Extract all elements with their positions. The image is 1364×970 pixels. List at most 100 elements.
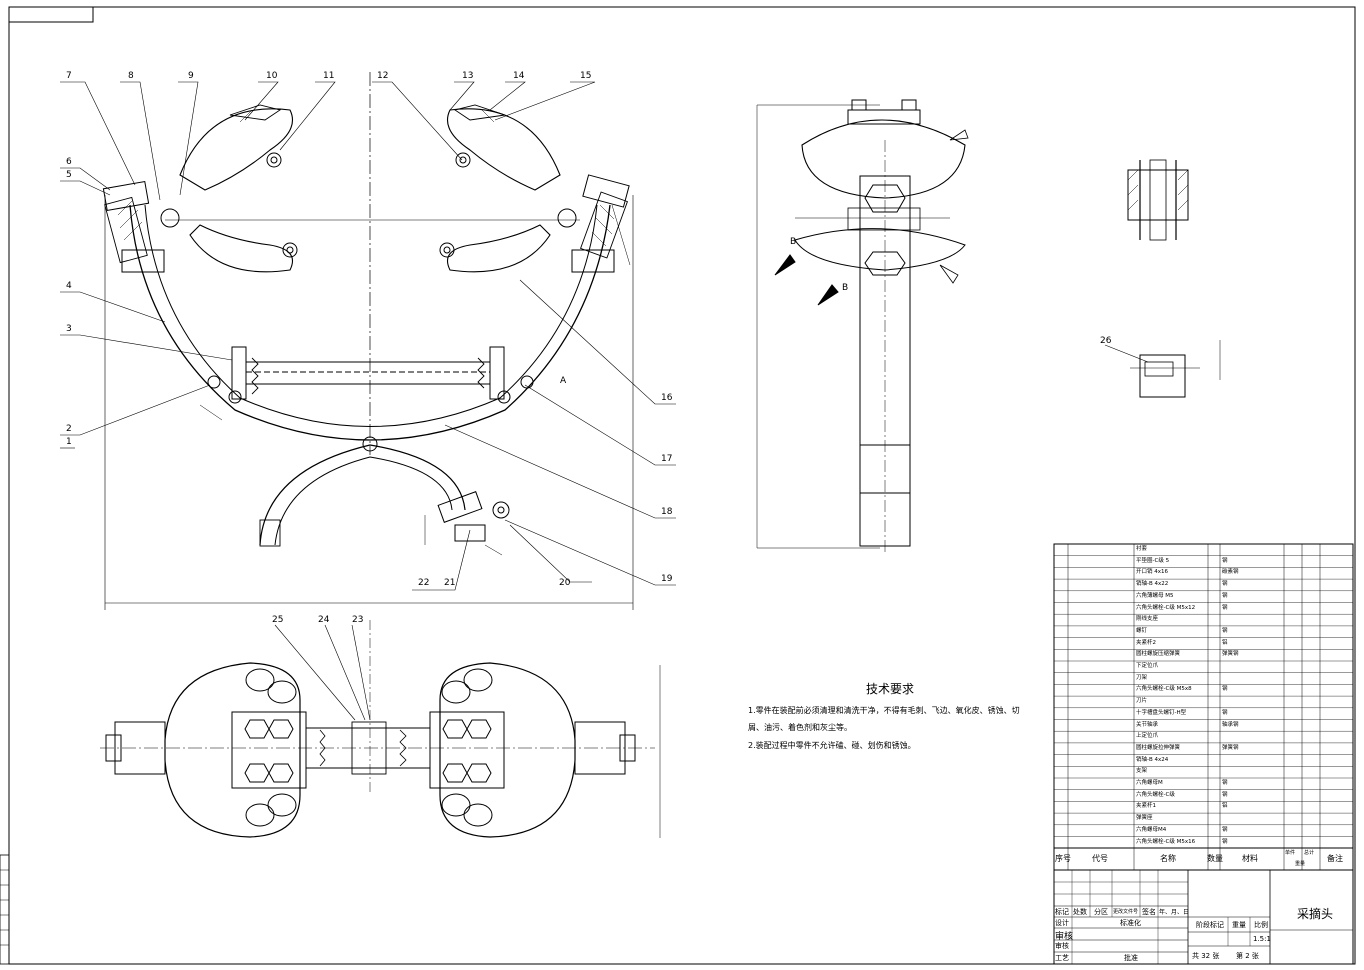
bom-row: 衬套 bbox=[1054, 545, 1353, 554]
drawing-title: 采摘头 bbox=[1297, 907, 1334, 921]
tb-docno: 更改文件号 bbox=[1113, 909, 1139, 915]
bom-row-lines bbox=[1054, 555, 1353, 849]
tb-stage: 阶段标记 bbox=[1196, 921, 1224, 929]
bom-row: 螺钉 钢 bbox=[1054, 627, 1353, 636]
bom-row-material: 钢 bbox=[1222, 581, 1228, 588]
bom-row: 刀片 bbox=[1054, 697, 1353, 706]
balloon-17: 17 bbox=[661, 454, 672, 464]
bom-row: 销轴-B 4x24 bbox=[1054, 756, 1353, 765]
detail-view-bottom bbox=[1104, 340, 1221, 398]
tb-mark: 标记 bbox=[1055, 908, 1069, 916]
section-a-label: A bbox=[560, 376, 567, 386]
bom-row-material: 铝 bbox=[1222, 803, 1228, 810]
bom-row-material: 钢 bbox=[1222, 627, 1228, 634]
bom-row-name: 六角薄螺母 M5 bbox=[1136, 592, 1174, 599]
bom-header-material: 材料 bbox=[1242, 854, 1258, 863]
bom-row-name: 支架 bbox=[1136, 768, 1148, 775]
bom-row-material: 弹簧钢 bbox=[1222, 744, 1239, 751]
bom-row-name: 夹紧杆2 bbox=[1136, 639, 1156, 646]
bom-row-name: 夹紧杆1 bbox=[1136, 803, 1156, 810]
balloon-6: 6 bbox=[66, 157, 72, 167]
tb-sign: 签名 bbox=[1142, 908, 1156, 916]
bom-row-material: 碳素钢 bbox=[1222, 569, 1239, 576]
tech-req-line-2: 屑、油污、着色剂和灰尘等。 bbox=[748, 723, 852, 732]
balloon-11: 11 bbox=[323, 71, 334, 81]
balloon-4: 4 bbox=[66, 281, 72, 291]
bom-row-name: 圆柱螺旋拉伸弹簧 bbox=[1136, 744, 1181, 751]
balloon-25: 25 bbox=[272, 615, 283, 625]
tb-review: 审核 bbox=[1055, 932, 1074, 942]
bom-row: 开口销 4x16 碳素钢 bbox=[1054, 568, 1353, 577]
balloon-numbers: 1 2 3 4 5 6 7 8 9 10 11 12 13 14 15 16 1… bbox=[66, 71, 1112, 625]
bom-row: 刚线支座 bbox=[1054, 615, 1353, 624]
front-view bbox=[102, 72, 634, 610]
balloon-22: 22 bbox=[418, 578, 429, 588]
bom-row-name: 开口销 4x16 bbox=[1136, 569, 1169, 576]
balloon-3: 3 bbox=[66, 324, 72, 334]
bom-header-name: 名称 bbox=[1160, 854, 1176, 863]
balloon-26: 26 bbox=[1100, 336, 1112, 346]
bom-row-material: 铝 bbox=[1222, 639, 1228, 646]
bom-header-code: 代号 bbox=[1092, 854, 1108, 863]
bom-row: 平垫圈-C级 5 钢 bbox=[1054, 557, 1353, 566]
bom-row-name: 刀架 bbox=[1136, 674, 1148, 681]
bom-row-material: 弹簧钢 bbox=[1222, 651, 1239, 658]
bom-row-name: 平垫圈-C级 5 bbox=[1136, 557, 1170, 564]
tb-date: 年、月、日 bbox=[1159, 909, 1190, 916]
tb-zone: 分区 bbox=[1094, 908, 1108, 916]
leader-lines bbox=[60, 81, 676, 591]
bom-row-material: 轴承钢 bbox=[1222, 721, 1239, 728]
bom-row: 夹紧杆1 铝 bbox=[1054, 802, 1353, 811]
balloon-20: 20 bbox=[559, 578, 571, 588]
bom-row-material: 钢 bbox=[1222, 780, 1228, 786]
balloon-12: 12 bbox=[377, 71, 388, 81]
bom-row-name: 六角螺母M bbox=[1136, 780, 1163, 786]
balloon-8: 8 bbox=[128, 71, 134, 81]
bom-row: 十字槽盘头螺钉-H型钢 bbox=[1054, 709, 1353, 718]
balloon-5: 5 bbox=[66, 170, 72, 180]
section-b-label: B bbox=[790, 237, 796, 247]
bom-row-material: 钢 bbox=[1222, 791, 1228, 798]
bom-row: 六角头螺栓-C级钢 bbox=[1054, 791, 1353, 800]
bom-row-material: 钢 bbox=[1222, 686, 1228, 693]
balloon-23: 23 bbox=[352, 615, 363, 625]
bom-row-name: 下定位爪 bbox=[1136, 663, 1159, 669]
balloon-14: 14 bbox=[513, 71, 525, 81]
bom-row: 销轴-B 4x22 钢 bbox=[1054, 580, 1353, 589]
bom-row-material: 钢 bbox=[1222, 592, 1228, 599]
balloon-9: 9 bbox=[188, 71, 194, 81]
bom-row: 支架 bbox=[1054, 767, 1353, 776]
bom-header-total: 总计 bbox=[1304, 850, 1315, 856]
bom-header-seq: 序号 bbox=[1055, 854, 1071, 863]
bom-row-name: 销轴-B 4x24 bbox=[1136, 756, 1169, 763]
sheet-border bbox=[0, 6, 1356, 965]
bom-row-material: 钢 bbox=[1222, 557, 1228, 564]
bom-row-name: 销轴-B 4x22 bbox=[1136, 581, 1169, 588]
bom-row: 弹簧座 bbox=[1054, 814, 1353, 823]
balloon-13: 13 bbox=[462, 71, 473, 81]
tb-process: 工艺 bbox=[1055, 954, 1069, 962]
bom-row-name: 十字槽盘头螺钉-H型 bbox=[1136, 709, 1187, 716]
bom-row-name: 六角头螺栓-C级 M5x12 bbox=[1136, 604, 1196, 611]
bom-row: 圆柱螺旋压缩弹簧弹簧钢 bbox=[1054, 650, 1353, 659]
bom-row: 刀架 bbox=[1054, 674, 1353, 683]
section-b2-label: B bbox=[842, 283, 848, 293]
balloon-7: 7 bbox=[66, 71, 72, 81]
bom-row: 夹紧杆2 铝 bbox=[1054, 639, 1353, 648]
tb-approve: 批准 bbox=[1124, 954, 1138, 962]
bom-row: 六角螺母M 钢 bbox=[1054, 779, 1353, 788]
bom-row: 上定位爪 bbox=[1054, 732, 1353, 741]
bom-row-name: 刚线支座 bbox=[1136, 616, 1159, 623]
bom-header-weight: 重量 bbox=[1295, 861, 1306, 867]
tb-check: 审核 bbox=[1055, 942, 1069, 950]
tb-scale: 比例 bbox=[1254, 921, 1268, 929]
bom-row-name: 螺钉 bbox=[1136, 627, 1148, 634]
balloon-1: 1 bbox=[66, 437, 72, 447]
balloon-16: 16 bbox=[661, 393, 673, 403]
